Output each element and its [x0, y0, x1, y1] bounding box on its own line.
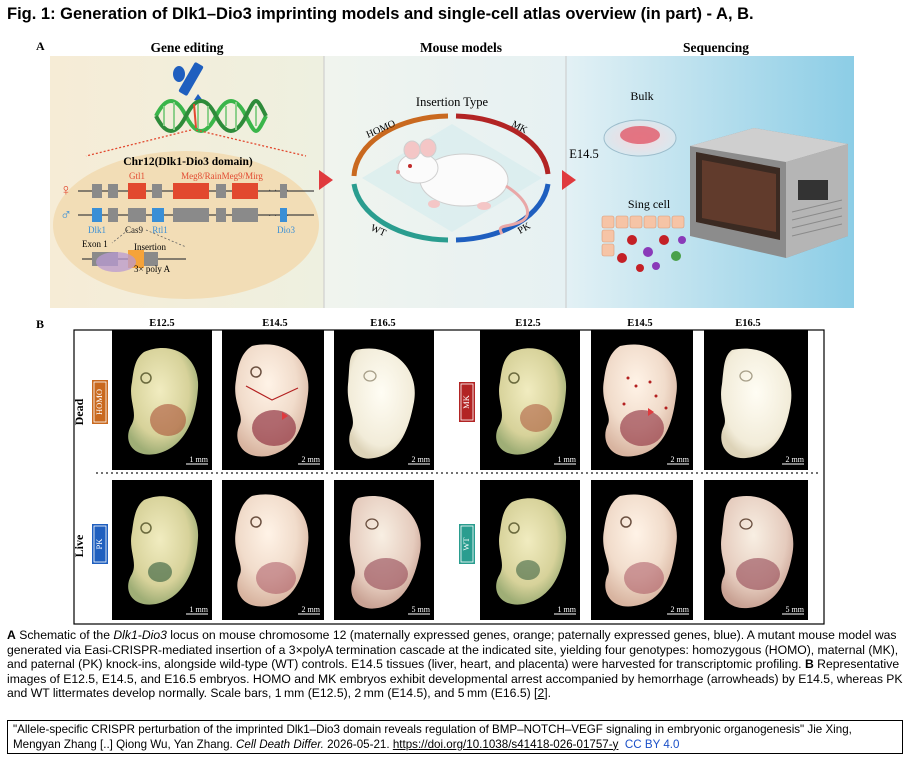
- stage-header: E12.5: [515, 318, 540, 329]
- hemorrhage-arrowhead-icon: [282, 412, 288, 420]
- label-gtl1: Gtl1: [129, 171, 145, 181]
- figure-title: Fig. 1: Generation of Dlk1–Dio3 imprinti…: [7, 5, 754, 23]
- row-label-live: Live: [72, 534, 86, 557]
- label-insertion: Insertion: [134, 242, 166, 252]
- section-mouse-models: Mouse models: [420, 40, 502, 55]
- section-gene-editing: Gene editing: [150, 40, 223, 55]
- embryo-tile-pk-e145: 2 mm: [222, 480, 324, 620]
- stage-header: E16.5: [735, 318, 760, 329]
- locus-title: Chr12(Dlk1-Dio3 domain): [123, 156, 253, 168]
- cas9-blob: [96, 252, 136, 272]
- arrow-icon: [562, 170, 576, 190]
- single-cell-label: Sing cell: [628, 197, 671, 211]
- svg-text:WT: WT: [461, 537, 471, 551]
- svg-text:2 mm: 2 mm: [671, 605, 690, 614]
- row-label-dead: Dead: [72, 398, 86, 425]
- panel-a: A Gene editing Mouse models Sequencing C…: [36, 40, 854, 308]
- stage-label: E14.5: [569, 147, 599, 161]
- section-sequencing: Sequencing: [683, 40, 749, 55]
- tag-homo: HOMO: [92, 380, 108, 424]
- gene-dlk1: [92, 208, 102, 222]
- svg-text:1 mm: 1 mm: [558, 605, 577, 614]
- reference-link[interactable]: 2: [537, 686, 545, 701]
- svg-text:5 mm: 5 mm: [412, 605, 431, 614]
- panel-b-letter: B: [36, 317, 44, 331]
- arrow-icon: [319, 170, 333, 190]
- svg-text:2 mm: 2 mm: [302, 605, 321, 614]
- stage-header: E16.5: [370, 318, 395, 329]
- mouse-icon: [396, 138, 530, 235]
- embryo-tile-wt-e165: 5 mm: [704, 480, 808, 620]
- bulk-label: Bulk: [630, 89, 653, 103]
- svg-text:2 mm: 2 mm: [412, 455, 431, 464]
- svg-text:MK: MK: [461, 394, 471, 409]
- figure-caption: A Schematic of the Dlk1-Dio3 locus on mo…: [7, 628, 903, 701]
- svg-text:· · · ·: · · · ·: [268, 186, 289, 197]
- panel-a-letter: A: [36, 40, 45, 53]
- label-cas9: Cas9: [125, 225, 144, 235]
- license-link[interactable]: CC BY 4.0: [624, 737, 680, 751]
- embryo-tile-pk-e125: 1 mm: [112, 480, 212, 620]
- svg-text:· · · ·: · · · ·: [268, 211, 289, 222]
- citation-box: "Allele-specific CRISPR perturbation of …: [7, 720, 903, 754]
- insertion-type-label: Insertion Type: [416, 95, 489, 109]
- embryo-tile-mk-e145: 2 mm: [591, 330, 693, 470]
- stage-header: E14.5: [627, 318, 652, 329]
- sequencer-icon: [690, 128, 848, 258]
- svg-text:2 mm: 2 mm: [671, 455, 690, 464]
- embryo-tile-mk-e165: 2 mm: [704, 330, 808, 470]
- embryo-tile-mk-e125: 1 mm: [480, 330, 580, 470]
- single-cell-icon: [601, 215, 686, 272]
- label-polya: 3× poly A: [134, 264, 171, 274]
- gene-mirg: [232, 183, 258, 199]
- svg-text:HOMO: HOMO: [94, 389, 104, 415]
- stage-header: E12.5: [149, 318, 174, 329]
- svg-text:1 mm: 1 mm: [190, 605, 209, 614]
- gene-dio3: [280, 208, 287, 222]
- label-rtl1: Rtl1: [152, 225, 168, 235]
- label-dlk1: Dlk1: [88, 225, 106, 235]
- embryo-tile-wt-e145: 2 mm: [591, 480, 693, 620]
- label-meg8: Meg8/RainMeg9/Mirg: [181, 171, 263, 181]
- svg-text:2 mm: 2 mm: [302, 455, 321, 464]
- embryo-tile-homo-e145: 2 mm: [222, 330, 324, 470]
- svg-text:2 mm: 2 mm: [786, 455, 805, 464]
- panel-b: B E12.5 E14.5 E16.5 E12.5 E14.5 E16.5 De…: [36, 317, 825, 625]
- svg-text:PK: PK: [94, 538, 104, 550]
- bulk-dish-icon: [603, 119, 677, 157]
- dna-helix-icon: [154, 99, 268, 133]
- tag-wt: WT: [459, 524, 475, 564]
- gene-meg8: [173, 183, 209, 199]
- doi-link[interactable]: https://doi.org/10.1038/s41418-026-01757…: [392, 737, 619, 751]
- tag-pk: PK: [92, 524, 108, 564]
- hemorrhage-arrowhead-icon: [648, 408, 654, 416]
- male-symbol-icon: ♂: [60, 207, 72, 224]
- svg-text:1 mm: 1 mm: [190, 455, 209, 464]
- embryo-tile-pk-e165: 5 mm: [334, 480, 434, 620]
- svg-text:5 mm: 5 mm: [786, 605, 805, 614]
- label-dio3: Dio3: [277, 225, 296, 235]
- gene-gtl1: [128, 183, 146, 199]
- tag-mk: MK: [459, 382, 475, 422]
- female-symbol-icon: ♀: [60, 182, 72, 199]
- embryo-tile-wt-e125: 1 mm: [480, 480, 580, 620]
- svg-text:1 mm: 1 mm: [558, 455, 577, 464]
- label-exon1: Exon 1: [82, 239, 108, 249]
- gene-rtl1: [152, 208, 164, 222]
- embryo-tile-homo-e125: 1 mm: [112, 330, 212, 470]
- stage-header: E14.5: [262, 318, 287, 329]
- embryo-tile-homo-e165: 2 mm: [334, 330, 434, 470]
